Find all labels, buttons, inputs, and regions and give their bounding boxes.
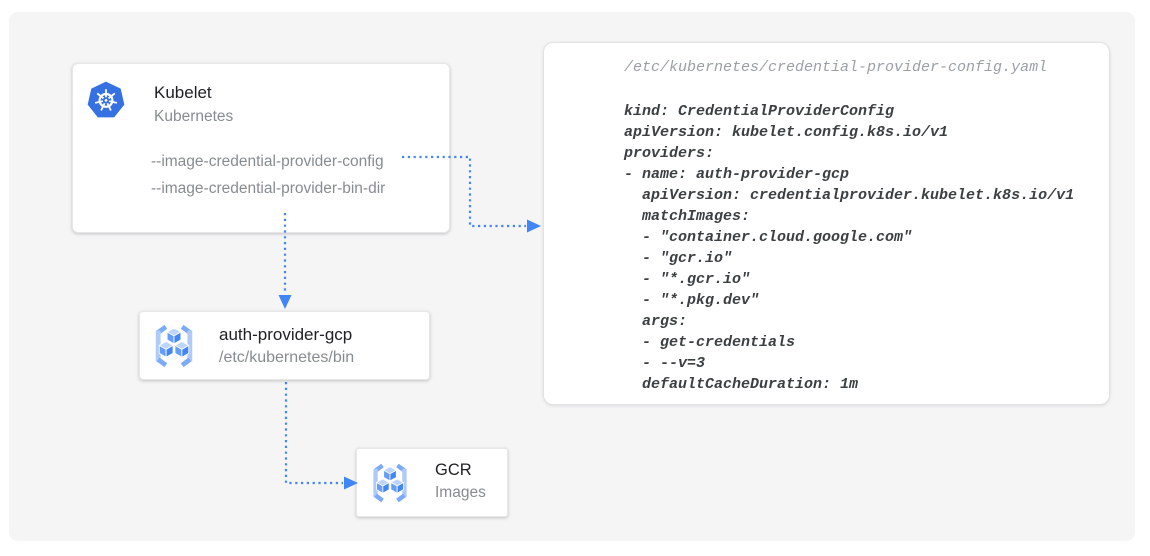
auth-provider-subtitle: /etc/kubernetes/bin [219, 349, 355, 366]
kubelet-subtitle: Kubernetes [154, 108, 234, 125]
gcr-icon [369, 462, 411, 504]
credential-provider-config-panel: /etc/kubernetes/credential-provider-conf… [543, 42, 1110, 405]
gcr-node: GCR Images [356, 448, 508, 517]
kubernetes-icon [86, 80, 126, 119]
auth-provider-gcp-node: auth-provider-gcp /etc/kubernetes/bin [139, 311, 430, 380]
flag-image-credential-provider-bin-dir: --image-credential-provider-bin-dir [151, 180, 386, 197]
gcr-title: GCR [435, 461, 472, 479]
kubelet-flags: --image-credential-provider-config --ima… [151, 148, 385, 202]
gcr-subtitle: Images [435, 484, 486, 501]
kubelet-title: Kubelet [154, 83, 212, 102]
config-yaml-code: kind: CredentialProviderConfig apiVersio… [624, 103, 1075, 393]
kubelet-node: Kubelet Kubernetes --image-credential-pr… [72, 63, 450, 233]
gcr-icon [151, 323, 197, 369]
config-file-path: /etc/kubernetes/credential-provider-conf… [624, 59, 1048, 76]
auth-provider-title: auth-provider-gcp [219, 325, 353, 344]
flag-image-credential-provider-config: --image-credential-provider-config [151, 153, 384, 170]
